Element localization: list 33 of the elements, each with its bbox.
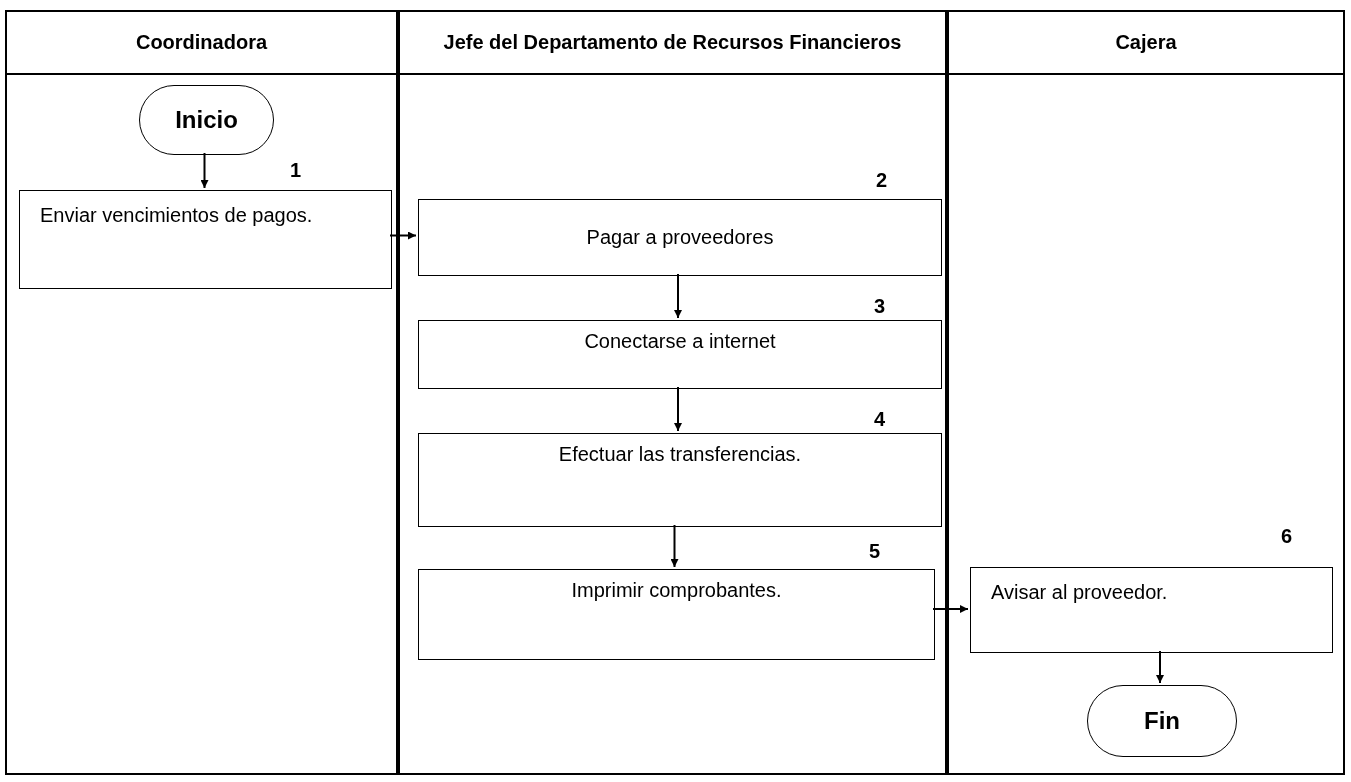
arrow	[674, 273, 682, 319]
process-box	[418, 320, 942, 389]
arrow	[200, 152, 209, 189]
step-number: 2	[876, 170, 888, 190]
lane-heading: Coordinadora	[135, 30, 268, 55]
process-box	[418, 199, 942, 276]
swimlane	[947, 10, 1345, 775]
step-number: 1	[290, 160, 302, 180]
lane-heading: Jefe del Departamento de Recursos Financieros	[443, 30, 902, 55]
step-number: 6	[1281, 526, 1293, 546]
swimlane	[5, 10, 398, 775]
arrow	[1156, 650, 1164, 684]
step-text: Enviar vencimientos de pagos.	[40, 203, 314, 228]
swimlane	[398, 10, 947, 775]
arrow	[674, 386, 682, 432]
process-box	[418, 569, 935, 660]
step-number: 3	[874, 296, 886, 316]
process-box	[19, 190, 392, 289]
process-box	[970, 567, 1333, 653]
terminal-label: Fin	[1144, 706, 1180, 736]
arrow	[389, 231, 417, 240]
step-text: Efectuar las transferencias.	[558, 442, 802, 467]
step-number: 4	[874, 409, 886, 429]
step-number: 5	[869, 541, 881, 561]
arrow	[670, 524, 679, 568]
terminal-label: Inicio	[175, 105, 238, 135]
step-text: Conectarse a internet	[584, 329, 776, 354]
lane-heading: Cajera	[1115, 30, 1177, 55]
process-box	[418, 433, 942, 527]
step-text: Pagar a proveedores	[586, 225, 774, 250]
step-text: Imprimir comprobantes.	[571, 578, 782, 603]
arrow	[932, 605, 969, 613]
step-text: Avisar al proveedor.	[991, 580, 1168, 605]
